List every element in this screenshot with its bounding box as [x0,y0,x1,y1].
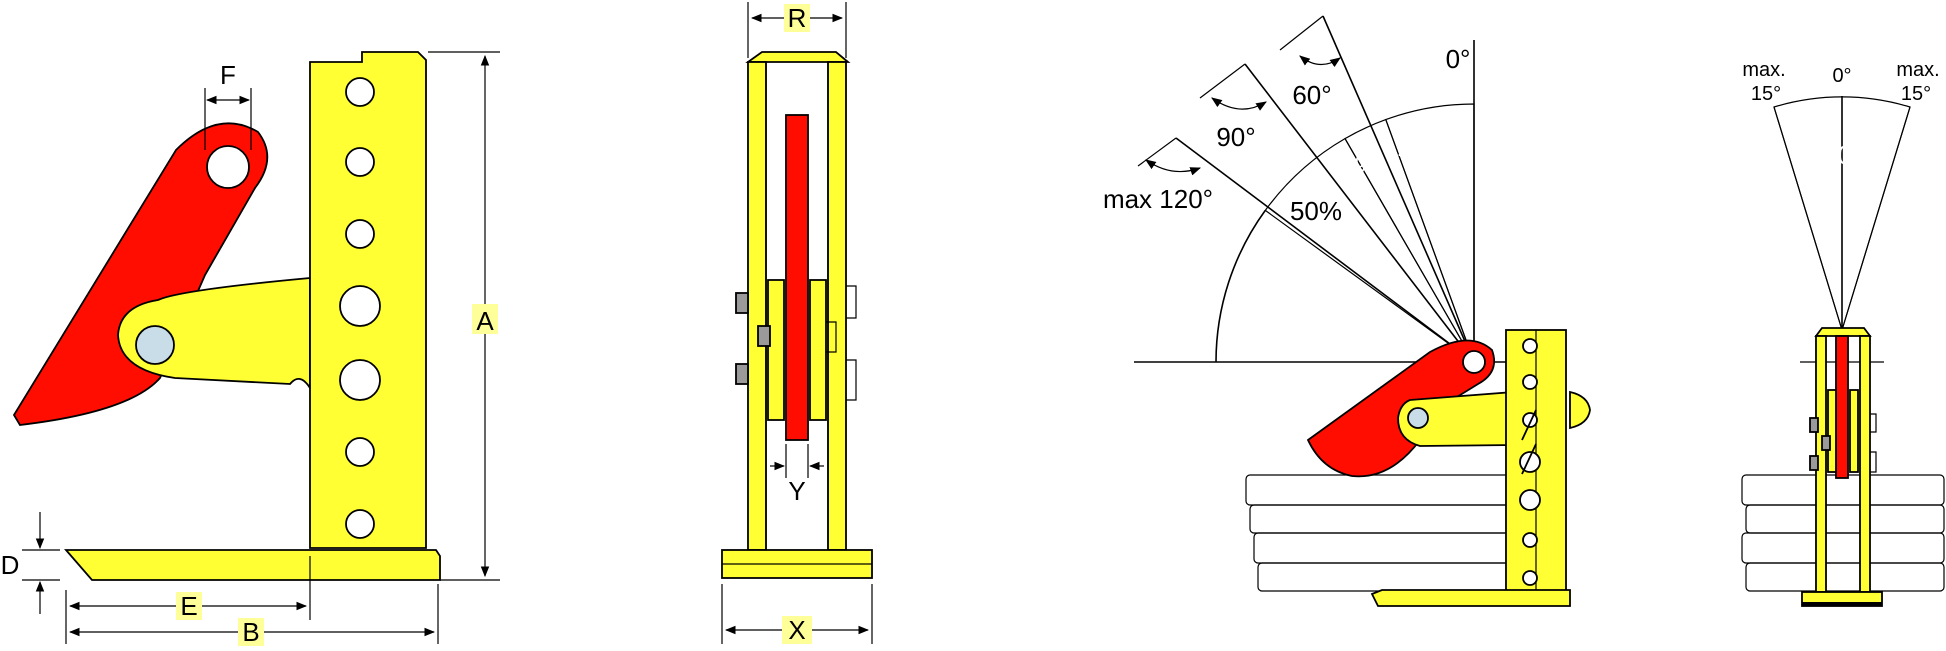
body-hole [345,219,375,249]
angle-view-foot [1370,589,1571,607]
dim-d-label: D [1,550,20,580]
side-view: A B E D F [1,51,500,647]
sector-100-label: 100% [1397,132,1464,162]
angle-zero-label: 0° [1446,44,1471,74]
dim-a-label: A [476,306,494,336]
dim-y-label: Y [788,476,805,506]
front-cam [785,114,809,441]
front-view: R X Y [721,2,873,645]
front-lock [757,325,771,347]
tilt-view: max. 15° 0° max. 15° 100% [1741,59,1945,607]
body-hole [345,147,375,177]
angle-view: 0° 60° 90° max 120° 100% 75% 50% [1103,15,1591,607]
cam-jaw [12,122,269,426]
tilt-right-plate [1859,335,1871,593]
front-right-plate [827,61,847,551]
angle-90-label: 90° [1216,122,1255,152]
body-hole [345,509,375,539]
tilt-right-deg-label: 15° [1901,83,1931,105]
angle-view-pin [1407,407,1429,429]
body-hole [339,359,381,401]
tilt-100-label: 100% [1809,140,1876,170]
dim-r-label: R [788,3,807,33]
cam-hole [206,145,250,189]
sector-75-label: 75% [1326,150,1378,180]
front-spacer-right [809,279,827,421]
angle-60-label: 60° [1292,80,1331,110]
front-lock [735,363,749,385]
tilt-max-right-label: max. [1896,59,1939,81]
body-hole [345,437,375,467]
tilt-cam [1835,335,1849,479]
body-hole [345,77,375,107]
pivot-pin [135,325,175,365]
sector-50-label: 50% [1290,196,1342,226]
angle-max120-label: max 120° [1103,184,1213,214]
tilt-top-cap [1814,327,1872,337]
dim-f-label: F [220,60,236,90]
front-lock [735,292,749,314]
plate-stack [1245,474,1517,592]
angle-view-handle [1569,390,1591,430]
front-spacer-left [767,279,785,421]
tilt-max-left-label: max. [1742,59,1785,81]
tilt-zero-label: 0° [1832,65,1851,87]
body-hole [339,285,381,327]
front-top-cap [745,51,851,63]
dim-e-label: E [180,591,197,621]
sector-50 [1264,137,1475,363]
angle-view-lever [1397,391,1515,447]
front-left-plate [747,61,767,551]
clamp-foot [64,549,441,581]
tilt-left-deg-label: 15° [1751,83,1781,105]
dim-b-label: B [242,617,259,646]
dim-x-label: X [788,615,805,645]
angle-view-cam-hole [1462,350,1486,374]
tilt-plate-stack [1741,474,1945,592]
